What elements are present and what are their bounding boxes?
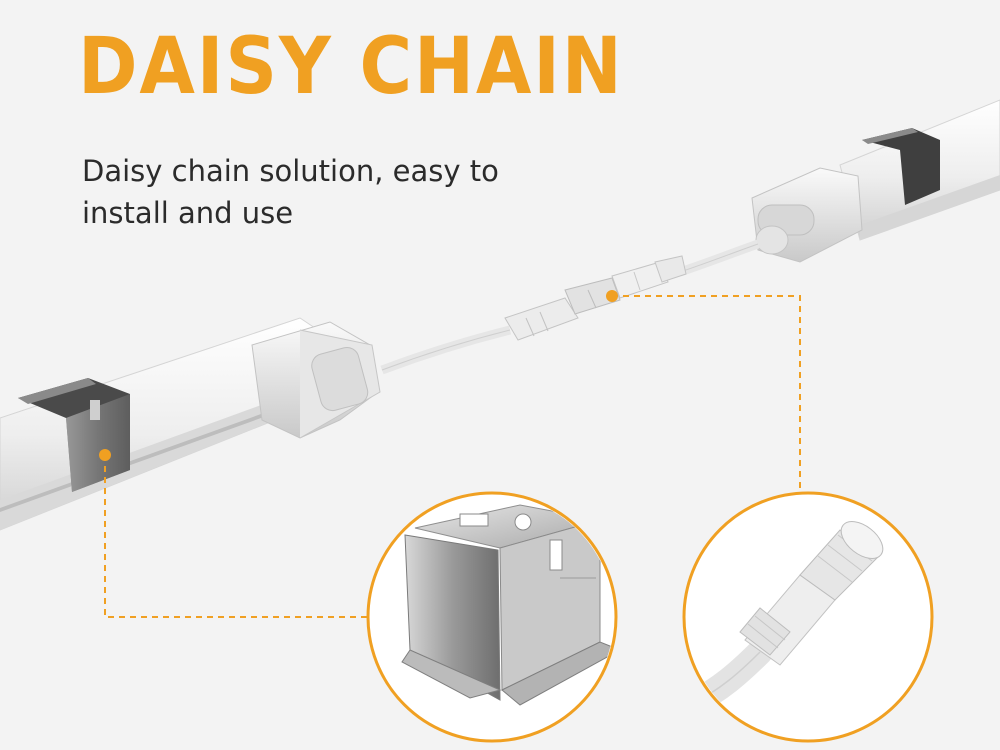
- callout-lines: [104, 295, 801, 618]
- connector-detail-circle: [682, 491, 934, 743]
- daisy-chain-cable: [380, 239, 760, 375]
- description-text: Daisy chain solution, easy to install an…: [82, 154, 499, 230]
- bracket-callout-line: [104, 455, 370, 618]
- connector-callout-line: [612, 295, 801, 495]
- bracket-detail-circle: [366, 491, 618, 743]
- right-mounting-bracket: [862, 128, 940, 205]
- left-light-fixture: [0, 317, 381, 531]
- bracket-callout-dot: [99, 449, 111, 461]
- left-mounting-bracket: [18, 378, 130, 492]
- page-title: DAISY CHAIN: [78, 22, 624, 112]
- connector-callout-dot: [606, 290, 618, 302]
- left-end-cap: [251, 321, 381, 439]
- waterproof-connector: [504, 255, 687, 341]
- bracket-closeup: [401, 504, 614, 706]
- right-end-cap: [751, 167, 863, 263]
- right-light-fixture: [751, 99, 1000, 263]
